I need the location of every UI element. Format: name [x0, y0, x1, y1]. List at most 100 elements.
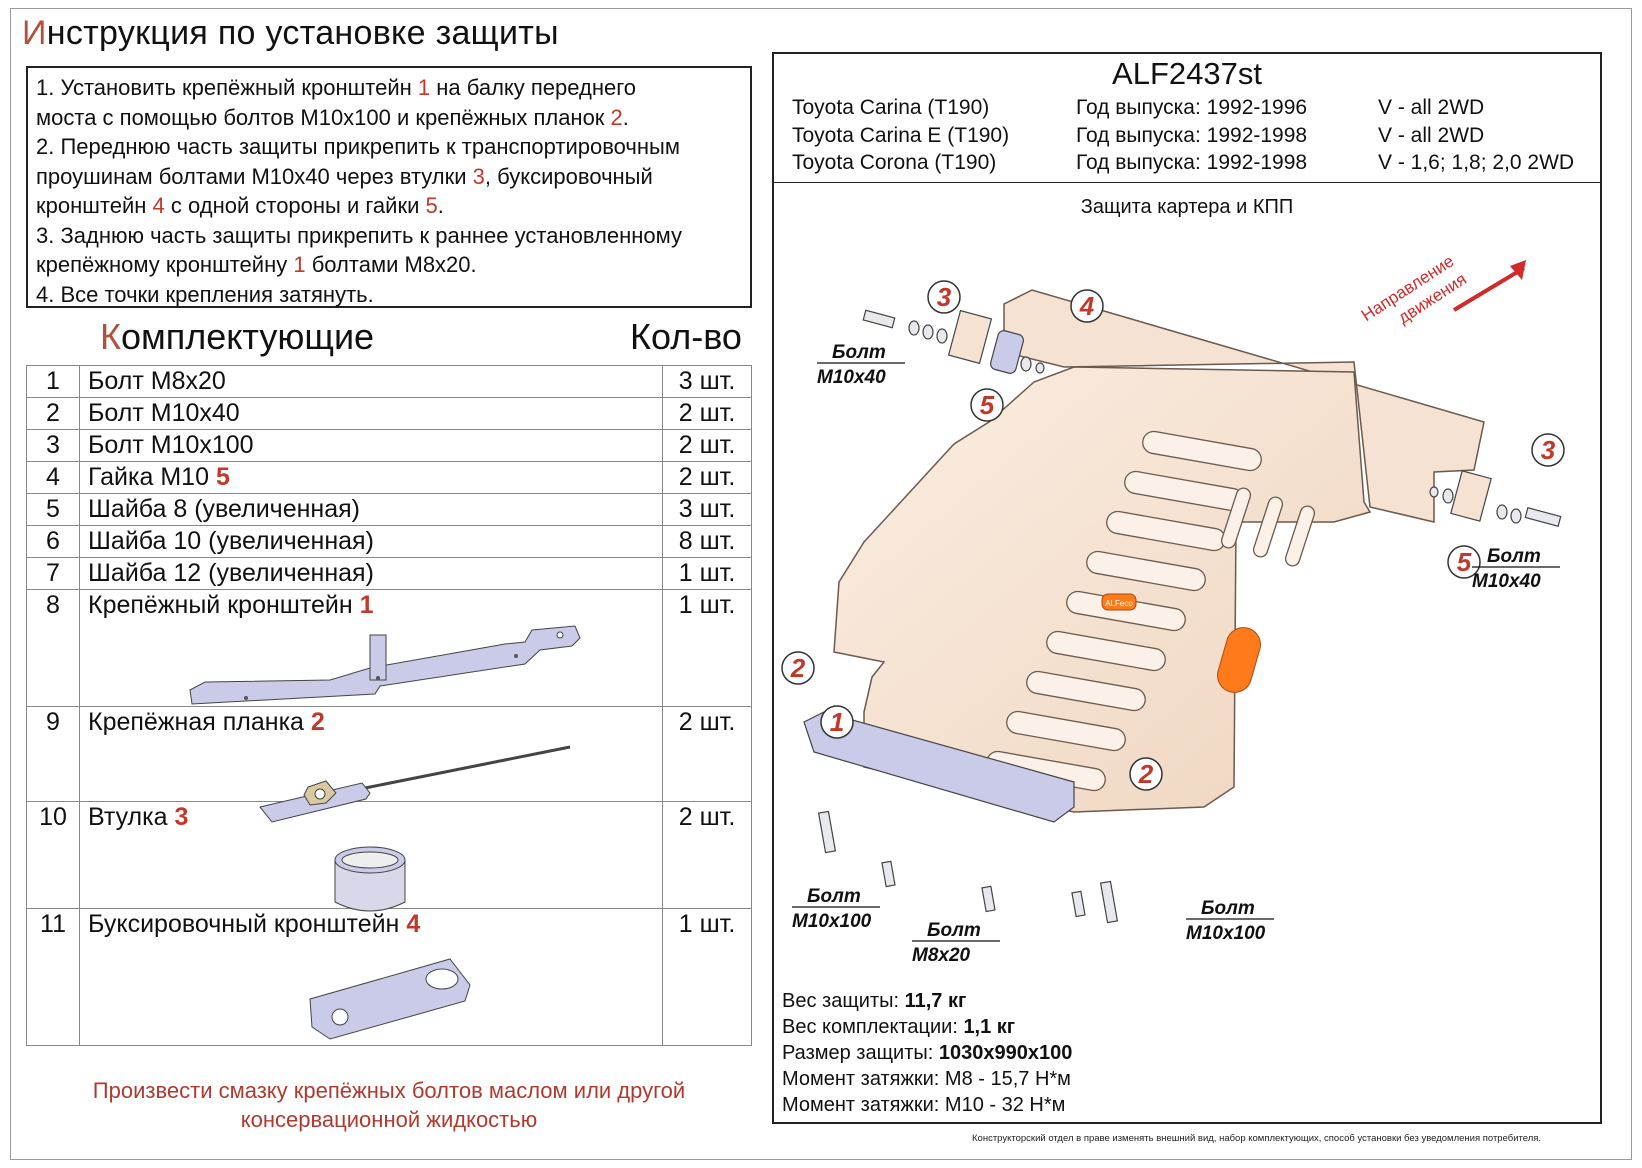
part-name-cell: Крепёжный кронштейн 1 — [79, 589, 663, 707]
part-reference: 1 — [359, 591, 374, 619]
part-number: 11 — [26, 908, 80, 1046]
part-name: Болт М10х100 — [88, 431, 254, 459]
instruction-line: проушинам болтами М10х40 через втулки 3,… — [36, 162, 742, 192]
callout-marker: 2 — [781, 651, 815, 685]
callout-circle — [1531, 433, 1565, 467]
part-name-cell: Гайка М10 5 — [79, 461, 663, 494]
bolt-label-line-2: М8х20 — [912, 945, 971, 966]
spec-row: Момент затяжки: М8 - 15,7 Н*м — [782, 1066, 1072, 1092]
footnote: Конструкторский отдел в праве изменять в… — [972, 1133, 1542, 1144]
kit-title-rest: омплектующие — [120, 316, 375, 357]
part-number: 6 — [26, 525, 80, 558]
divider — [774, 182, 1600, 183]
callout-number: 5 — [1457, 547, 1472, 577]
part-reference: 2 — [610, 104, 623, 130]
page-title: Инструкция по установке защиты — [22, 14, 559, 53]
instruction-text: 3. Заднюю часть защиты прикрепить к ранн… — [36, 222, 682, 248]
vehicle-engine: V - 1,6; 1,8; 2,0 2WD — [1378, 151, 1575, 174]
callout-marker: 3 — [927, 280, 961, 314]
callout-marker: 5 — [970, 388, 1004, 422]
spec-row: Момент затяжки: М10 - 32 Н*м — [782, 1092, 1072, 1118]
part-name-cell: Болт М8х20 — [79, 365, 663, 398]
part-reference: 5 — [425, 193, 438, 218]
bolt-label-line-2: М10х40 — [817, 367, 886, 388]
ventilation-slots — [986, 430, 1316, 792]
part-name-cell: Буксировочный кронштейн 4 — [79, 908, 663, 1046]
part-number: 3 — [26, 429, 80, 462]
kit-title-initial: К — [100, 316, 121, 357]
part-name: Шайба 12 (увеличенная) — [88, 559, 374, 587]
model-code: ALF2437st — [1112, 56, 1262, 91]
bolt-label-line-1: Болт — [832, 342, 886, 363]
part-reference: 2 — [310, 708, 325, 736]
instruction-text: 1. Установить крепёжный кронштейн — [36, 75, 418, 100]
spec-value: 1,1 кг — [963, 1016, 1016, 1038]
installation-diagram: ALFeco Направление — [781, 251, 1565, 966]
part-reference: 3 — [174, 803, 189, 831]
vehicle-row: Toyota Corona (T190)Год выпуска: 1992-19… — [792, 149, 1574, 177]
part-number: 4 — [26, 461, 80, 494]
diagram-panel: ALF2437st Toyota Carina (T190) Год выпуск… — [772, 52, 1602, 1124]
part-number: 10 — [26, 801, 80, 909]
part-qty: 1 шт. — [662, 908, 752, 1046]
callout-marker: 5 — [1447, 545, 1481, 579]
callout-circle — [1070, 289, 1104, 323]
instruction-line: 3. Заднюю часть защиты прикрепить к ранн… — [36, 221, 742, 251]
part-reference: 3 — [472, 163, 485, 189]
lubrication-note: Произвести смазку крепёжных болтов масло… — [26, 1076, 752, 1134]
part-reference: 1 — [417, 75, 431, 100]
instruction-line: 4. Все точки крепления затянуть. — [36, 280, 742, 310]
callout-number: 2 — [1138, 759, 1154, 789]
tow-bracket-image — [309, 958, 471, 1040]
callout-number: 2 — [790, 653, 806, 683]
part-name: Шайба 10 (увеличенная) — [88, 527, 374, 555]
part-reference: 5 — [215, 463, 230, 491]
part-name-cell: Втулка 3 — [79, 801, 663, 912]
spec-value: 11,7 кг — [904, 990, 967, 1012]
instructions-box: 1. Установить крепёжный кронштейн 1 на б… — [26, 66, 752, 308]
part-name-cell: Шайба 8 (увеличенная) — [79, 493, 663, 526]
part-name: Шайба 8 (увеличенная) — [88, 495, 360, 523]
part-qty: 1 шт. — [662, 589, 752, 707]
part-number: 7 — [26, 557, 80, 590]
part-name-cell: Крепёжная планка 2 — [79, 706, 663, 823]
sleeve-image — [334, 846, 406, 912]
part-name: Болт М10х40 — [88, 399, 240, 427]
callout-number: 5 — [980, 390, 995, 420]
instruction-text: крепёжному кронштейну — [36, 252, 294, 277]
instruction-text: 4. Все точки крепления затянуть. — [36, 281, 374, 307]
part-qty: 2 шт. — [662, 706, 752, 802]
spec-label: Вес защиты: — [782, 990, 905, 1012]
part-number: 9 — [26, 706, 80, 802]
qty-header: Кол-во — [630, 316, 742, 357]
part-number: 5 — [26, 493, 80, 526]
direction-arrow-head — [1510, 260, 1526, 280]
vehicle-model: Toyota Carina (T190) — [792, 96, 990, 119]
spec-value: М8 - 15,7 Н*м — [944, 1068, 1071, 1090]
vehicle-row: Toyota Carina E (T190) Год выпуска: 1992-… — [792, 122, 1574, 150]
bolt-label-line-2: М10х40 — [1472, 571, 1541, 592]
spec-value: 1030х990х100 — [938, 1042, 1073, 1064]
page-title-initial: И — [22, 14, 47, 52]
part-qty: 3 шт. — [662, 365, 752, 398]
spec-value: М10 - 32 Н*м — [944, 1094, 1066, 1116]
vehicle-years: Год выпуска: 1992-1998 — [1076, 123, 1308, 147]
instruction-line: моста с помощью болтов М10х100 и крепёжн… — [36, 103, 742, 133]
part-reference: 4 — [152, 193, 165, 218]
vehicle-model: Toyota Carina E (T190) — [792, 123, 1010, 147]
part-name-cell: Болт М10х40 — [79, 397, 663, 430]
instruction-line: 1. Установить крепёжный кронштейн 1 на б… — [36, 73, 742, 103]
fastener-group-right — [1429, 470, 1562, 527]
part-name-cell: Болт М10х100 — [79, 429, 663, 462]
callout-circle — [1447, 545, 1481, 579]
